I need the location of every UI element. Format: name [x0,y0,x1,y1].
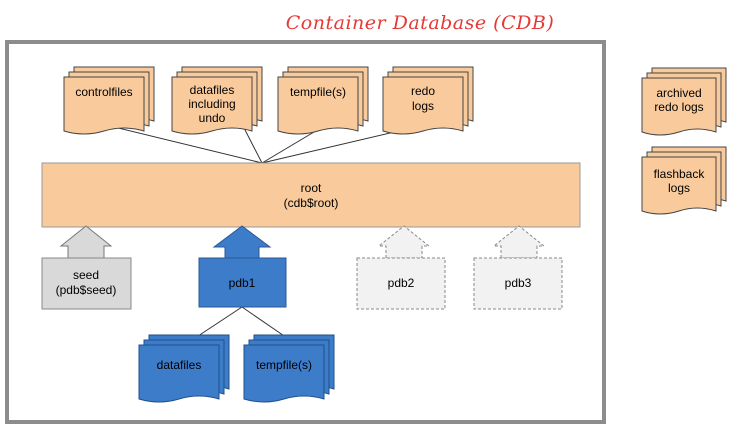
pdb2-arrow [377,225,431,259]
file-stack-archived-redo-logs: archived redo logs [641,67,727,136]
pdb1-tempfiles-label: tempfile(s) [256,358,312,372]
datafiles-undo-label-line-3: undo [199,111,226,125]
pdb1-datafiles-label: datafiles [157,358,202,372]
datafiles-undo-label-line-1: datafiles [190,83,235,97]
flashback-logs-label-line-2: logs [668,181,690,195]
pdb3-label: pdb3 [505,276,532,290]
file-stack-flashback-logs: flashback logs [641,146,727,215]
cdb-title: Container Database (CDB) [0,6,745,36]
seed-label-line-2: (pdb$seed) [56,283,117,297]
pdb2: pdb2 [356,257,446,310]
pdb1: pdb1 [198,257,287,308]
file-stack-datafiles-undo: datafiles including undo [171,66,263,135]
seed-label-line-1: seed [73,268,99,282]
file-stack-tempfiles-top: tempfile(s) [277,66,369,135]
pdb3-arrow [492,225,546,259]
pdb1-label: pdb1 [229,276,256,290]
file-stack-pdb1-datafiles: datafiles [138,334,230,403]
seed-arrow [59,225,113,259]
root-label-line-1: root [301,181,322,195]
root-label-line-2: (cdb$root) [284,196,339,210]
archived-redo-logs-label-line-2: redo logs [654,100,703,114]
archived-redo-logs-label-line-1: archived [656,86,701,100]
seed-pdb: seed (pdb$seed) [41,257,132,310]
root-container: root (cdb$root) [41,162,581,228]
file-stack-controlfiles: controlfiles [63,66,155,135]
pdb2-label: pdb2 [388,276,415,290]
file-stack-redo-logs: redo logs [382,66,474,135]
controlfiles-label: controlfiles [75,85,132,99]
cdb-title-text: Container Database (CDB) [285,12,555,34]
pdb1-arrow [212,225,272,259]
pdb3: pdb3 [473,257,563,310]
redo-logs-label-line-2: logs [412,99,434,113]
file-stack-pdb1-tempfiles: tempfile(s) [243,334,335,403]
redo-logs-label-line-1: redo [411,84,435,98]
flashback-logs-label-line-1: flashback [654,167,706,181]
arrows [59,225,546,259]
tempfiles-top-label: tempfile(s) [290,85,346,99]
datafiles-undo-label-line-2: including [188,97,235,111]
